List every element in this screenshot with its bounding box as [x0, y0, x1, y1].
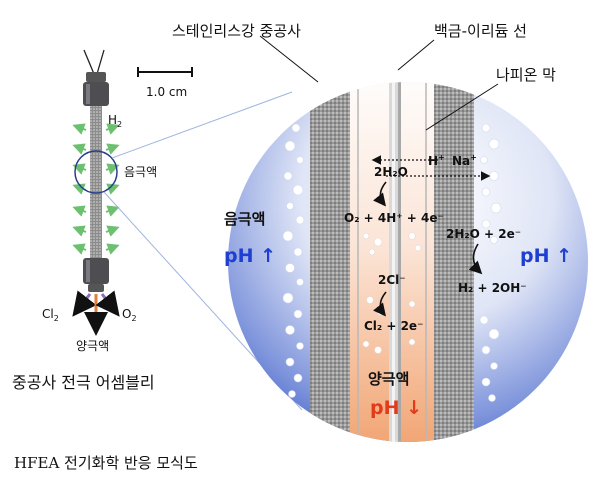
label-cl2: Cl2	[42, 307, 59, 323]
magnified-view	[228, 82, 588, 442]
o2-main: O	[122, 307, 131, 321]
label-h2: H2	[108, 113, 122, 129]
h-plus-sup: +	[438, 153, 445, 162]
label-na-plus: Na+	[452, 153, 477, 168]
water-red-reactant: 2H₂O + 2e⁻	[446, 227, 521, 241]
figure-caption: HFEA 전기화학 반응 모식도	[14, 454, 198, 472]
leader-nafion	[425, 83, 499, 131]
cl-ox-arrow	[373, 291, 387, 317]
h-plus-main: H	[428, 154, 438, 168]
steel-wall-right	[434, 82, 474, 442]
leader-wire	[397, 39, 435, 71]
water-red-arrow	[468, 243, 483, 275]
label-stainless-fiber: 스테인리스강 중공사	[172, 22, 301, 40]
electrode-assembly	[72, 49, 120, 336]
water-red-product: H₂ + 2OH⁻	[458, 281, 527, 295]
zoom-line-top	[111, 91, 293, 159]
label-catholyte-big: 음극액	[224, 210, 265, 228]
bubbles-left	[282, 123, 305, 398]
top-cap	[86, 72, 106, 82]
label-assembly: 중공사 전극 어셈블리	[12, 373, 155, 392]
cl2-sub: 2	[54, 314, 59, 323]
label-pt-ir-wire: 백금-이리듐 선	[434, 22, 527, 40]
water-ox-reactant: 2H₂O	[374, 165, 408, 179]
cl-product: Cl₂ + 2e⁻	[364, 319, 423, 333]
o2-arrow	[95, 290, 120, 317]
label-ph-up-right: pH ↑	[520, 245, 572, 267]
label-nafion: 나피온 막	[496, 66, 556, 84]
label-h-plus: H+	[428, 153, 445, 168]
cl-reactant: 2Cl⁻	[378, 273, 406, 287]
water-ox-arrow	[373, 181, 387, 207]
scale-bar	[137, 67, 193, 77]
label-o2: O2	[122, 307, 137, 323]
label-ph-up-left: pH ↑	[224, 245, 276, 267]
water-ox-product: O₂ + 4H⁺ + 4e⁻	[344, 211, 444, 225]
label-ph-down: pH ↓	[370, 397, 422, 419]
steel-wall-left	[310, 82, 350, 442]
bubble-arrows	[72, 123, 120, 255]
h2-main: H	[108, 113, 117, 127]
na-plus-sup: +	[470, 153, 477, 162]
bubbles-lumen	[362, 232, 422, 354]
label-scale: 1.0 cm	[146, 85, 187, 99]
leader-steel	[259, 35, 319, 83]
fiber-body	[90, 106, 102, 258]
cl2-arrow	[72, 290, 97, 317]
label-anolyte-big: 양극액	[368, 370, 409, 388]
bubbles-right	[479, 123, 502, 402]
cl2-main: Cl	[42, 307, 54, 321]
o2-sub: 2	[131, 314, 136, 323]
na-plus-main: Na	[452, 154, 470, 168]
zoom-circle	[74, 150, 118, 194]
label-anolyte-small: 양극액	[76, 339, 109, 353]
label-catholyte-small: 음극액	[124, 165, 157, 179]
h2-sub: 2	[117, 120, 122, 129]
